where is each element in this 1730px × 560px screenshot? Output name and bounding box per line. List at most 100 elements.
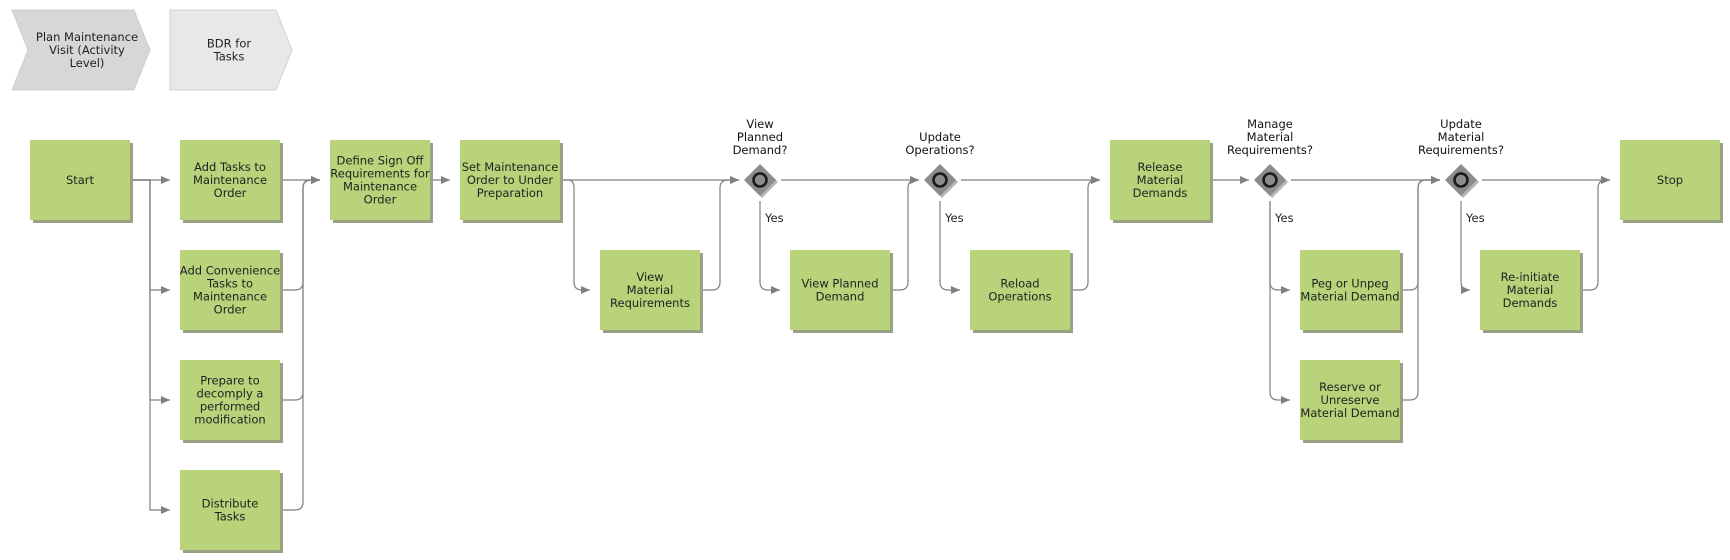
task-label: Demands: [1503, 296, 1558, 310]
task-label: Material Demand: [1300, 290, 1399, 304]
gateway-question: Requirements?: [1418, 143, 1504, 157]
task-label: Order: [214, 303, 247, 317]
breadcrumb-label: Visit (Activity: [49, 43, 125, 57]
task-label: Start: [66, 173, 95, 187]
gateway-question: Requirements?: [1227, 143, 1313, 157]
task-box: [180, 140, 280, 220]
breadcrumb-label: BDR for: [207, 37, 251, 51]
task-box: [790, 250, 890, 330]
breadcrumb-label: Tasks: [213, 50, 245, 64]
gateway-ring-icon: [752, 172, 768, 188]
connector-16: [939, 201, 960, 294]
task-label: Peg or Unpeg: [1311, 277, 1388, 291]
task-label: Set Maintenance: [462, 160, 559, 174]
gateway-diamond: [1445, 164, 1477, 196]
gateway-diamond: [924, 164, 956, 196]
breadcrumb-label: Plan Maintenance: [36, 30, 138, 44]
connector-23: [1400, 176, 1440, 401]
gateway-question: Update: [1440, 117, 1482, 131]
branch-yes-label: Yes: [764, 211, 784, 225]
task-box: [600, 250, 700, 330]
task-label: Requirements for: [330, 167, 430, 181]
task-label: Reserve or: [1319, 380, 1381, 394]
task-label: Maintenance: [193, 290, 267, 304]
task-label: Prepare to: [200, 374, 259, 388]
task-start[interactable]: Start: [30, 140, 133, 223]
connector-5: [280, 176, 320, 291]
task-label: Material Demand: [1300, 406, 1399, 420]
branch-yes-label: Yes: [1465, 211, 1485, 225]
task-label: Material: [1507, 283, 1554, 297]
task-box: [180, 470, 280, 550]
task-label: View Planned: [801, 277, 878, 291]
task-box: [1300, 250, 1400, 330]
task-stop[interactable]: Stop: [1620, 140, 1723, 223]
task-label: Material: [1137, 173, 1184, 187]
task-label: Preparation: [477, 186, 543, 200]
gateway-question: Planned: [737, 130, 783, 144]
task-label: Demand: [816, 290, 865, 304]
connector-3: [130, 179, 170, 514]
connector-26: [1580, 176, 1610, 291]
connector-7: [280, 176, 320, 511]
task-label: Re-initiate: [1501, 270, 1560, 284]
task-label: Requirements: [610, 296, 690, 310]
connector-10: [560, 179, 590, 294]
task-label: Tasks to: [206, 277, 253, 291]
task-label: Add Tasks to: [194, 160, 266, 174]
connector-13: [759, 201, 780, 294]
task-label: Stop: [1657, 173, 1683, 187]
connector-25: [1460, 201, 1470, 294]
breadcrumb-shape: [11, 9, 151, 91]
task-box: [330, 140, 430, 220]
connector-22: [1400, 176, 1440, 291]
task-box: [1110, 140, 1210, 220]
connector-21: [1269, 201, 1290, 404]
breadcrumb-label: Level): [70, 56, 105, 70]
task-label: Unreserve: [1321, 393, 1380, 407]
branch-yes-label: Yes: [1274, 211, 1294, 225]
gateway-question: Demand?: [733, 143, 788, 157]
gateway-question: Update: [919, 130, 961, 144]
gateway-ring-icon: [1262, 172, 1278, 188]
gateway-question: Operations?: [905, 143, 974, 157]
task-label: Operations: [988, 290, 1051, 304]
task-label: Material: [627, 283, 674, 297]
task-label: Order to Under: [467, 173, 554, 187]
task-label: Define Sign Off: [337, 154, 425, 168]
task-box: [180, 360, 280, 440]
task-box: [970, 250, 1070, 330]
task-label: View: [636, 270, 663, 284]
task-label: Distribute: [202, 497, 259, 511]
task-box: [460, 140, 560, 220]
connector-14: [890, 176, 919, 291]
connector-layer: [130, 176, 1610, 514]
task-label: Maintenance: [343, 180, 417, 194]
task-label: Release: [1138, 160, 1183, 174]
task-label: Order: [364, 193, 397, 207]
task-box: [1620, 140, 1720, 220]
task-label: Reload: [1000, 277, 1039, 291]
task-box: [1300, 360, 1400, 440]
